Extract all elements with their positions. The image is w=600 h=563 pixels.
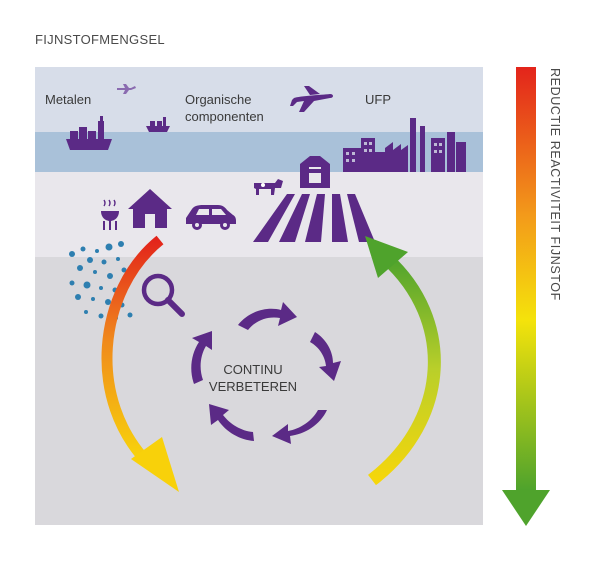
water-band	[35, 132, 483, 172]
organic-label-line1: Organische	[185, 92, 252, 107]
ship-icon	[66, 116, 112, 150]
barn-icon	[300, 156, 330, 188]
barbecue-icon	[101, 199, 119, 230]
cow-icon	[254, 179, 283, 195]
diagram-title: FIJNSTOFMENGSEL	[35, 32, 165, 47]
ufp-label: UFP	[365, 92, 391, 107]
house-icon	[128, 189, 172, 228]
factory-icon	[343, 118, 466, 172]
left-descending-arrow	[101, 235, 179, 492]
plane-icon	[117, 84, 136, 94]
ship-icon	[146, 117, 170, 132]
cycle-arrows-icon	[191, 302, 341, 444]
field-icon	[253, 194, 375, 242]
right-ascending-arrow	[365, 236, 441, 486]
magnifier-icon	[141, 273, 185, 317]
sky-band	[35, 67, 483, 132]
cycle-label-line2: VERBETEREN	[208, 379, 298, 394]
plane-icon	[290, 86, 333, 112]
organic-label-line2: componenten	[185, 109, 264, 124]
scale-label: REDUCTIE REACTIVITEIT FIJNSTOF	[548, 68, 562, 301]
cycle-label-line1: CONTINU	[223, 362, 283, 377]
metals-label: Metalen	[45, 92, 92, 107]
reduction-scale-arrow	[502, 67, 550, 526]
